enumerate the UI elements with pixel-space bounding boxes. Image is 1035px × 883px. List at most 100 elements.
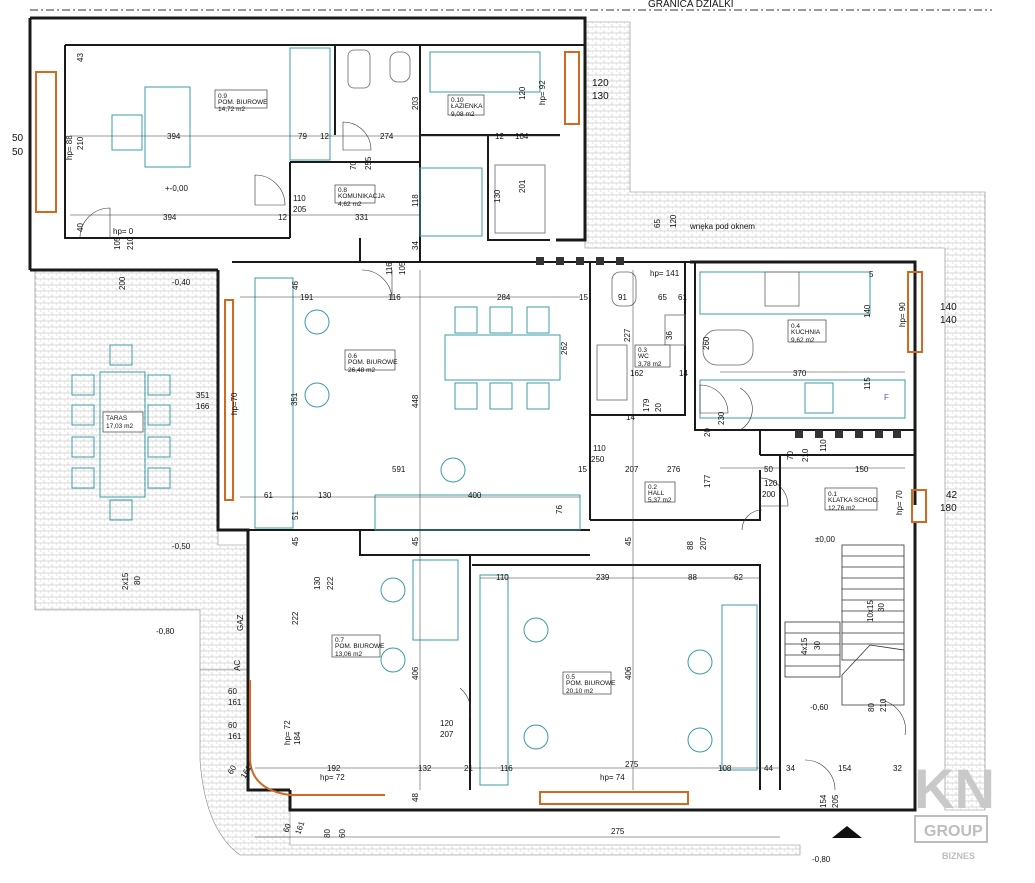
dim: 4x15 <box>800 637 809 655</box>
dim: 162 <box>630 369 644 378</box>
hp-left: hp= 88 <box>65 135 74 160</box>
dim: 132 <box>418 764 432 773</box>
dim: 351 <box>290 392 299 406</box>
win-left-b: 50 <box>12 147 24 158</box>
door-hall <box>741 509 763 531</box>
room-0-6-id: 0.6 <box>348 353 357 360</box>
windows <box>35 51 927 805</box>
plot-boundary-label: GRANICA DZIALKI <box>648 0 734 10</box>
dim: 45 <box>624 537 633 546</box>
dim: 177 <box>703 474 712 488</box>
dim: 80 <box>867 703 876 712</box>
dim: 154 <box>838 764 852 773</box>
dim: 207 <box>440 730 454 739</box>
dim: 161 <box>228 698 242 707</box>
dim: 262 <box>560 341 569 355</box>
stove <box>764 271 800 307</box>
dim: 14 <box>679 369 688 378</box>
dim: 276 <box>667 465 681 474</box>
room-0-9-id: 0.9 <box>218 93 227 100</box>
window-bottom <box>539 791 689 805</box>
toilet-bath <box>347 49 371 89</box>
hp-stair: hp= 70 <box>895 490 904 515</box>
room-0-10-name: ŁAZIENKA <box>451 103 483 110</box>
win-top-b: 130 <box>592 91 609 102</box>
dim: 120 <box>518 86 527 100</box>
dim: 62 <box>734 573 743 582</box>
sink-wc <box>664 314 686 346</box>
toilet-wc <box>611 271 637 307</box>
door-kitchen2 <box>739 387 753 431</box>
dim: 51 <box>291 511 300 520</box>
window-kitchen <box>907 271 923 353</box>
bathtub <box>429 51 541 93</box>
hp-72-horizontal: hp= 72 <box>320 773 345 782</box>
dim: 105 <box>398 261 407 275</box>
dim: 60 <box>281 822 293 834</box>
dim: 192 <box>327 764 341 773</box>
dim: 284 <box>497 293 511 302</box>
dim: 116 <box>388 293 401 302</box>
outer-walls <box>28 16 917 812</box>
dim: 207 <box>625 465 639 474</box>
cabinet-08 <box>419 167 483 237</box>
hp-141: hp= 141 <box>650 269 680 278</box>
dim: 20 <box>654 403 663 412</box>
dim: 30 <box>813 641 822 650</box>
dim: 34 <box>411 241 420 250</box>
dim: 227 <box>623 328 632 342</box>
room-0-4-id: 0.4 <box>791 323 800 330</box>
wardrobe-09 <box>289 47 331 161</box>
dim: 222 <box>291 611 300 625</box>
logo-group: GROUP <box>924 823 983 840</box>
room-0-7-area: 13,06 m2 <box>335 651 362 658</box>
dim: 161 <box>228 732 242 741</box>
dim: 275 <box>611 827 625 836</box>
dim: 61 <box>264 491 273 500</box>
win-left-a: 50 <box>12 133 24 144</box>
room-0-8-id: 0.8 <box>338 187 347 194</box>
dim: 210 <box>76 136 85 150</box>
door-kitchen <box>699 384 729 414</box>
window-terrace <box>224 299 234 501</box>
dim: 250 <box>591 455 605 464</box>
dim: 120 <box>764 479 778 488</box>
dim: 116 <box>500 764 513 773</box>
dim: 36 <box>665 331 674 340</box>
terrace-table <box>99 371 146 498</box>
dim: 34 <box>786 764 795 773</box>
dim: 130 <box>318 491 332 500</box>
hp-top: hp= 92 <box>538 80 547 105</box>
window-curved <box>249 680 385 796</box>
room-0-5-area: 20,10 m2 <box>566 688 593 695</box>
notes: wnęka pod oknem GAZ AC F <box>233 222 889 671</box>
dim: 88 <box>686 541 695 550</box>
dim: 88 <box>688 573 697 582</box>
door-06 <box>361 269 393 301</box>
window-marks: 50 50 120 130 140 140 42 180 <box>12 78 958 514</box>
dim: 161 <box>293 820 306 836</box>
dim: 110 <box>593 444 606 453</box>
shower-wc <box>596 344 628 401</box>
win-right-c: 42 <box>946 490 958 501</box>
dim: 15 <box>579 293 588 302</box>
dim: 130 <box>313 576 322 590</box>
dim: 80 <box>323 829 332 838</box>
desk-07 <box>412 559 459 641</box>
doors <box>79 121 906 791</box>
dim: 406 <box>411 666 420 680</box>
door-05 <box>459 687 472 719</box>
win-right-a: 140 <box>940 302 957 313</box>
dim: 118 <box>411 194 420 207</box>
room-0-10-id: 0.10 <box>451 97 464 104</box>
window-stair <box>911 489 927 523</box>
room-taras-area: 17,03 m2 <box>106 423 133 430</box>
sanitary <box>347 49 800 401</box>
room-0-10-area: 9,08 m2 <box>451 111 475 118</box>
hp-70: hp=70 <box>230 392 239 415</box>
shower <box>494 164 546 234</box>
entrance-arrow-icon <box>832 826 862 838</box>
dim: 46 <box>291 281 300 290</box>
dim: 120 <box>440 719 454 728</box>
level-entrance: -0,80 <box>812 855 831 864</box>
